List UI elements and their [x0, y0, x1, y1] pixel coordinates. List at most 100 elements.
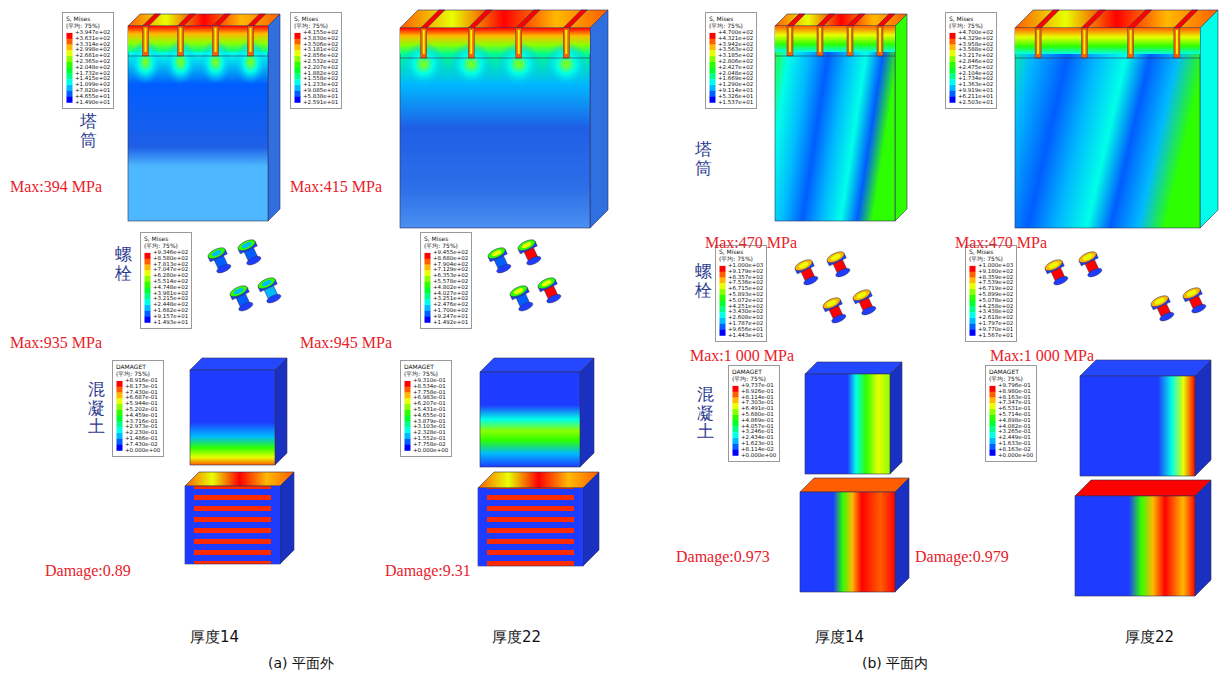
color-band [733, 426, 739, 432]
tower-contour-part [775, 26, 895, 221]
color-band [970, 330, 976, 336]
color-bar [719, 263, 726, 339]
color-band [990, 386, 996, 392]
concrete-contour-part [1075, 496, 1195, 596]
color-band [950, 85, 956, 91]
color-band [295, 97, 301, 103]
color-band [117, 445, 123, 451]
tower-contour-part [423, 30, 425, 54]
bolt-contour-part-part [1186, 289, 1197, 297]
bolt-contour-part-part [825, 250, 845, 265]
legend-title: DAMAGET [116, 363, 160, 370]
bolt-contour-part-part [266, 293, 282, 305]
legend-value: +2.503e+01 [958, 100, 993, 106]
tower-contour-part [178, 14, 196, 26]
component-label: 塔筒 [695, 140, 712, 177]
bolt-contour [793, 250, 878, 326]
legend-title: (平均: 75%) [404, 370, 448, 377]
color-band [405, 392, 411, 398]
tower-contour-part [215, 28, 217, 52]
result-value: Max:415 MPa [290, 178, 382, 196]
color-band [710, 73, 716, 79]
bolt-contour-part-part [851, 288, 871, 303]
bolt-contour-part-part [496, 263, 512, 275]
thickness-label: 厚度22 [1125, 628, 1174, 647]
contour-legend: DAMAGET(平均: 75%)+9.796e-01+8.980e-01+8.1… [985, 365, 1037, 462]
color-band [145, 264, 151, 270]
color-bar [732, 383, 739, 459]
bolt-contour-part-part [830, 253, 841, 261]
concrete-contour [1075, 360, 1211, 596]
legend-value: +1.443e+01 [728, 333, 763, 339]
bolt-contour-part-part [798, 261, 809, 269]
concrete-contour-part [480, 358, 594, 372]
tower-contour-part [1081, 10, 1105, 28]
color-band [117, 421, 123, 427]
result-value: Max:470 MPa [705, 234, 797, 252]
color-band [67, 44, 73, 50]
tower-contour-part [895, 14, 907, 221]
color-band [720, 324, 726, 330]
tower-contour-part [817, 26, 823, 56]
color-band [295, 68, 301, 74]
legend-row: +4.700e+02+4.329e+02+3.958e+02+3.588e+02… [949, 30, 993, 106]
bolt-contour-part-part [1048, 261, 1059, 269]
color-band [425, 282, 431, 288]
color-band [733, 450, 739, 456]
tower-contour-part [518, 30, 520, 54]
tower-contour-part [400, 28, 590, 86]
color-band [117, 398, 123, 404]
bolt-contour-part-part [1149, 294, 1169, 309]
bolt-contour-part [256, 276, 283, 306]
contour-legend: S, Mises(平均: 75%)+4.155e+02+3.830e+02+3.… [290, 12, 342, 109]
concrete-contour [478, 358, 599, 566]
concrete-contour-part [271, 486, 280, 564]
contour-legend: DAMAGET(平均: 75%)+9.737e-01+8.926e-01+8.1… [728, 365, 780, 462]
concrete-contour-part [1080, 376, 1195, 476]
bolt-contour-part [1149, 294, 1176, 324]
bolt-contour-part-part [233, 287, 244, 295]
color-band [710, 91, 716, 97]
color-band [950, 97, 956, 103]
legend-values: +8.916e-01+8.173e-01+7.430e-01+6.687e-01… [125, 378, 160, 453]
legend-row: +9.310e-01+8.534e-01+7.758e-01+6.983e-01… [404, 378, 448, 454]
color-band [117, 416, 123, 422]
color-band [720, 330, 726, 336]
color-band [970, 301, 976, 307]
bolt-contour-part-part [861, 305, 877, 317]
color-band [733, 421, 739, 427]
panel-caption: (b) 平面内 [862, 655, 928, 673]
color-band [720, 306, 726, 312]
color-band [117, 427, 123, 433]
color-band [710, 85, 716, 91]
concrete-contour [185, 358, 294, 564]
legend-value: +0.000e+00 [413, 448, 448, 454]
color-band [720, 318, 726, 324]
tower-contour-part [819, 28, 821, 52]
legend-row: +1.000e+03+9.180e+02+8.359e+02+7.539e+02… [969, 263, 1013, 339]
color-band [720, 272, 726, 278]
tower-contour [775, 14, 907, 221]
legend-title: S, Mises [144, 235, 188, 242]
bolt-contour-part [825, 250, 852, 280]
bolt-contour-part-part [536, 276, 556, 291]
tower-contour-part [128, 26, 268, 221]
concrete-contour-part [190, 370, 275, 465]
color-band [950, 56, 956, 62]
legend-title: (平均: 75%) [66, 22, 110, 29]
legend-title: (平均: 75%) [949, 22, 993, 29]
legend-value: +1.567e+01 [978, 333, 1013, 339]
bolt-contour-part-part [1043, 258, 1063, 273]
color-band [990, 426, 996, 432]
color-band [145, 299, 151, 305]
tower-contour-part [877, 14, 895, 26]
color-band [950, 33, 956, 39]
color-band [970, 272, 976, 278]
color-band [970, 289, 976, 295]
bolt-contour-part-part [1159, 311, 1175, 323]
color-band [425, 311, 431, 317]
color-band [710, 68, 716, 74]
color-band [950, 39, 956, 45]
color-band [970, 283, 976, 289]
tower-contour-part [563, 28, 569, 58]
